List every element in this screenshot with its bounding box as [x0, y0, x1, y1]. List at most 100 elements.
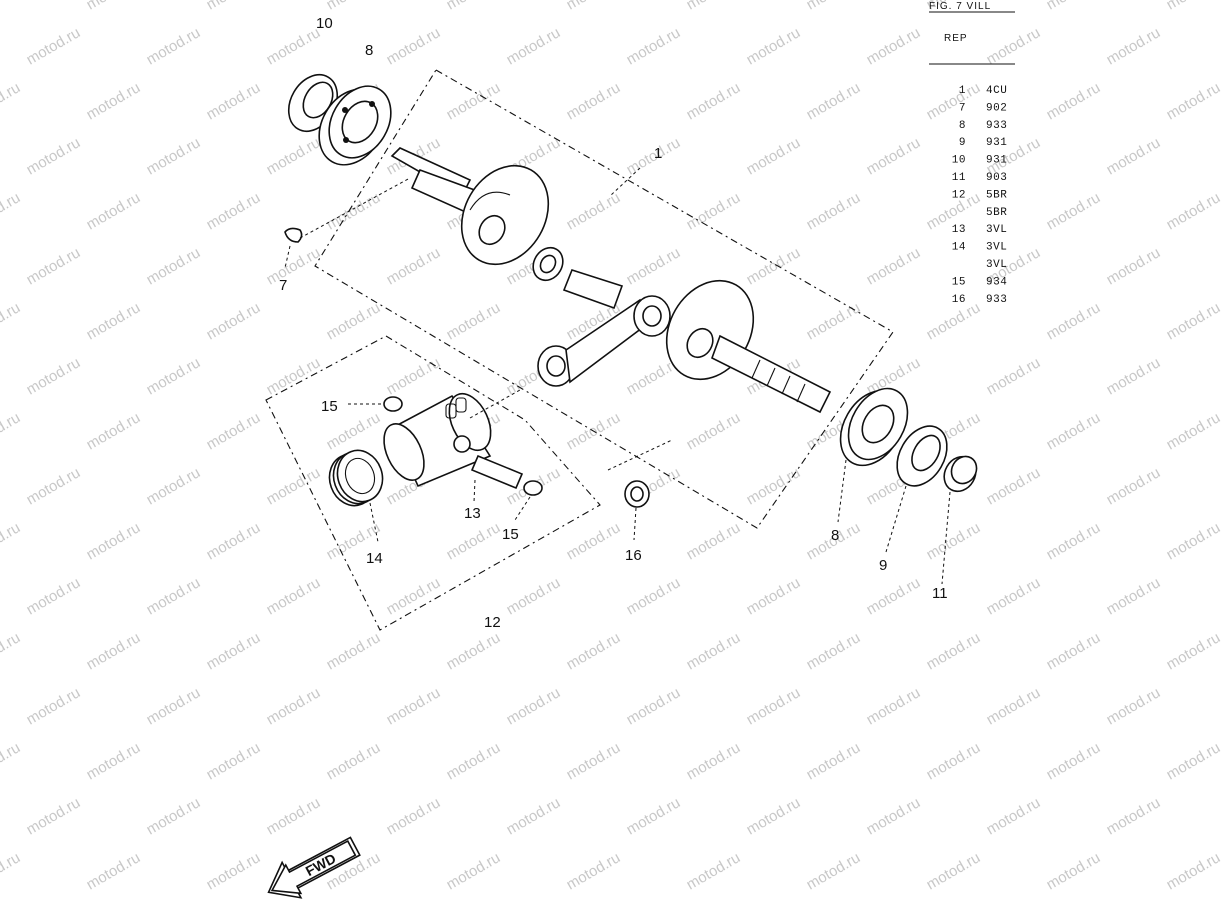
watermark-text: motod.ru: [1044, 409, 1104, 453]
watermark-text: motod.ru: [924, 739, 984, 783]
watermark-text: motod.ru: [384, 354, 444, 398]
watermark-text: motod.ru: [384, 574, 444, 618]
table-ref: 16: [952, 294, 966, 306]
watermark-text: motod.ru: [744, 244, 804, 288]
watermark-text: motod.ru: [24, 684, 84, 728]
watermark-text: motod.ru: [1104, 134, 1164, 178]
table-code: 3VL: [986, 242, 1007, 254]
watermark-text: motod.ru: [564, 739, 624, 783]
watermark-text: motod.ru: [984, 24, 1044, 68]
watermark-text: motod.ru: [84, 189, 144, 233]
watermark-text: motod.ru: [444, 0, 504, 13]
watermark-text: motod.ru: [1044, 849, 1104, 893]
watermark-text: motod.ru: [1044, 79, 1104, 123]
watermark-text: motod.ru: [1164, 739, 1221, 783]
watermark-text: motod.ru: [504, 684, 564, 728]
watermark-text: motod.ru: [0, 409, 23, 453]
watermark-text: motod.ru: [984, 574, 1044, 618]
watermark-text: motod.ru: [144, 24, 204, 68]
watermark-text: motod.ru: [24, 794, 84, 838]
watermark-text: motod.ru: [804, 849, 864, 893]
watermark-text: motod.ru: [0, 629, 23, 673]
bearing-8-right: [839, 387, 909, 467]
table-ref: 9: [959, 137, 966, 149]
watermark-text: motod.ru: [1164, 79, 1221, 123]
crankshaft-group-box: [314, 69, 894, 529]
watermark-text: motod.ru: [1104, 244, 1164, 288]
watermark-text: motod.ru: [204, 189, 264, 233]
watermark-text: motod.ru: [444, 519, 504, 563]
watermark-text: motod.ru: [804, 299, 864, 343]
watermark-text: motod.ru: [444, 849, 504, 893]
watermark-text: motod.ru: [684, 409, 744, 453]
watermark-text: motod.ru: [504, 574, 564, 618]
watermark-text: motod.ru: [864, 794, 924, 838]
callout-12: 12: [484, 614, 501, 631]
lead-lines: [348, 167, 951, 585]
piston-group-box: [265, 335, 601, 631]
callout-13: 13: [464, 505, 481, 522]
watermark-text: motod.ru: [384, 684, 444, 728]
watermark-text: motod.ru: [0, 519, 23, 563]
callout-7: 7: [279, 277, 287, 294]
table-code: 933: [986, 120, 1007, 132]
watermark-text: motod.ru: [804, 739, 864, 783]
watermark-text: motod.ru: [84, 849, 144, 893]
callout-8-top: 8: [365, 42, 373, 59]
watermark-text: motod.ru: [564, 629, 624, 673]
watermark-text: motod.ru: [744, 24, 804, 68]
callout-11: 11: [932, 585, 948, 602]
watermark-text: motod.ru: [444, 79, 504, 123]
watermark-text: motod.ru: [0, 299, 23, 343]
circlip-15-right: [523, 480, 543, 496]
watermark-text: motod.ru: [744, 134, 804, 178]
piston-rings-14: [328, 449, 384, 507]
circlip-15-left: [383, 396, 403, 412]
watermark-text: motod.ru: [1104, 24, 1164, 68]
watermark-text: motod.ru: [0, 739, 23, 783]
table-ref: 14: [952, 242, 966, 254]
callout-1: 1: [654, 145, 662, 162]
watermark-text: motod.ru: [204, 629, 264, 673]
table-ref: 7: [959, 102, 966, 114]
watermark-text: motod.ru: [444, 629, 504, 673]
watermark-text: motod.ru: [864, 684, 924, 728]
watermark-text: motod.ru: [1044, 299, 1104, 343]
crank-pin: [562, 269, 624, 310]
watermark-text: motod.ru: [1164, 409, 1221, 453]
watermark-text: motod.ru: [144, 354, 204, 398]
watermark-text: motod.ru: [384, 244, 444, 288]
watermark-text: motod.ru: [984, 684, 1044, 728]
watermark-text: motod.ru: [204, 0, 264, 13]
watermark-text: motod.ru: [1164, 0, 1221, 13]
watermark-text: motod.ru: [744, 684, 804, 728]
watermark-text: motod.ru: [564, 189, 624, 233]
watermark-text: motod.ru: [384, 794, 444, 838]
watermark-text: motod.ru: [1164, 299, 1221, 343]
connecting-rod: [537, 295, 671, 387]
watermark-text: motod.ru: [1044, 629, 1104, 673]
watermark-text: motod.ru: [564, 0, 624, 13]
watermark-text: motod.ru: [84, 629, 144, 673]
watermark-text: motod.ru: [984, 464, 1044, 508]
watermark-text: motod.ru: [924, 519, 984, 563]
watermark-text: motod.ru: [264, 794, 324, 838]
watermark-text: motod.ru: [1104, 684, 1164, 728]
watermark-text: motod.ru: [144, 134, 204, 178]
watermark-text: motod.ru: [264, 574, 324, 618]
watermark-text: motod.ru: [1044, 0, 1104, 13]
watermark-text: motod.ru: [1104, 794, 1164, 838]
table-code: 934: [986, 276, 1007, 288]
watermark-text: motod.ru: [144, 244, 204, 288]
piston: [383, 392, 492, 488]
watermark-text: motod.ru: [984, 794, 1044, 838]
table-ref: 8: [959, 120, 966, 132]
watermark-text: motod.ru: [24, 464, 84, 508]
table-code: 5BR: [986, 207, 1007, 219]
watermark-text: motod.ru: [204, 79, 264, 123]
table-code: 933: [986, 294, 1007, 306]
watermark-text: motod.ru: [804, 629, 864, 673]
